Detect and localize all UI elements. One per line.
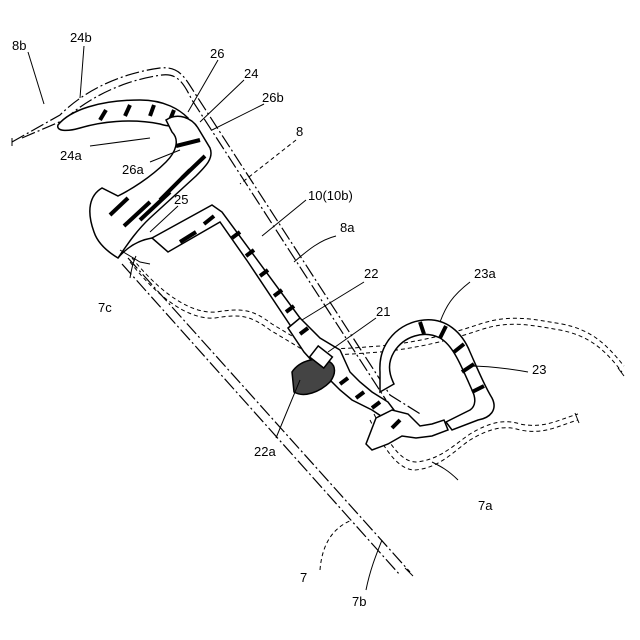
label-24: 24 (244, 66, 258, 81)
label-25: 25 (174, 192, 188, 207)
label-26a: 26a (122, 162, 144, 177)
label-22: 22 (364, 266, 378, 281)
label-8: 8 (296, 124, 303, 139)
clip-22 (288, 318, 394, 418)
label-24a: 24a (60, 148, 82, 163)
seal-body-26 (90, 116, 211, 264)
label-7a: 7a (478, 498, 493, 513)
panel-7 (122, 258, 413, 576)
label-26b: 26b (262, 90, 284, 105)
label-8b: 8b (12, 38, 26, 53)
label-22a: 22a (254, 444, 276, 459)
label-21: 21 (376, 304, 390, 319)
label-7: 7 (300, 570, 307, 585)
label-10: 10(10b) (308, 188, 353, 203)
label-24b: 24b (70, 30, 92, 45)
label-23a: 23a (474, 266, 496, 281)
label-26: 26 (210, 46, 224, 61)
label-8a: 8a (340, 220, 355, 235)
bulb-seal-23 (366, 320, 494, 450)
leader-lines (28, 46, 528, 590)
label-7b: 7b (352, 594, 366, 609)
label-23: 23 (532, 362, 546, 377)
label-7c: 7c (98, 300, 112, 315)
